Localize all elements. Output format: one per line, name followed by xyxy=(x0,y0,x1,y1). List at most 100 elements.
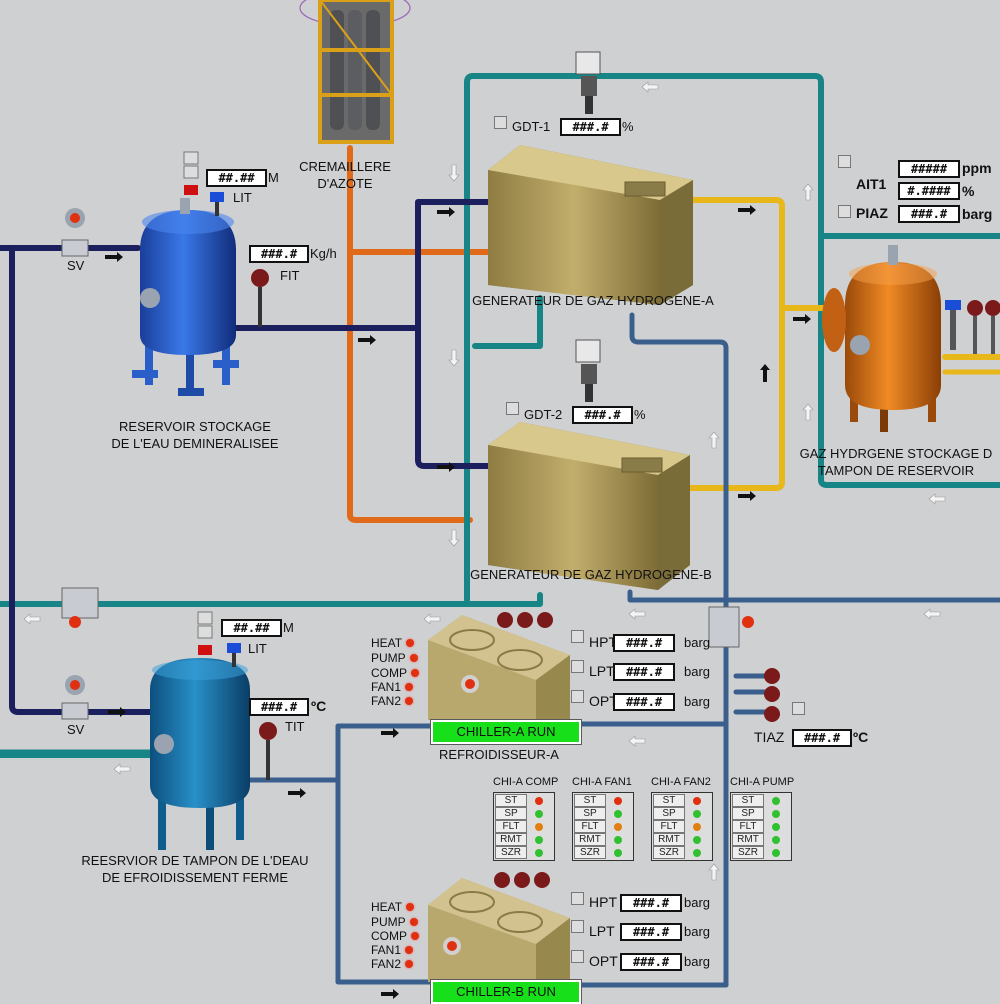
chiller-a-pressure-gauges[interactable] xyxy=(497,612,553,628)
tit-unit: ºC xyxy=(311,698,327,714)
chiller-b-run-button[interactable]: CHILLER-B RUN xyxy=(430,979,582,1004)
control-row-button[interactable]: FLT xyxy=(732,820,764,833)
ghost-arrows xyxy=(23,81,946,881)
control-row-button[interactable]: FLT xyxy=(653,820,685,833)
opt-a-label: OPT xyxy=(589,693,618,709)
demin-tank-label: RESERVOIR STOCKAGE DE L'EAU DEMINERALISE… xyxy=(111,419,279,451)
fit-transmitter[interactable] xyxy=(251,269,269,327)
ait1-pct-field[interactable]: #.#### xyxy=(898,182,960,200)
flow-meter-valve[interactable] xyxy=(61,587,99,628)
ait1-selector-icon[interactable] xyxy=(838,155,851,168)
chiller-a-run-button[interactable]: CHILLER-A RUN xyxy=(430,719,582,745)
level-demin-field[interactable]: ##.## xyxy=(206,169,267,187)
hydrogen-generator-a xyxy=(488,145,693,305)
tiaz-flow-element[interactable] xyxy=(708,606,754,648)
level-tampon-field[interactable]: ##.## xyxy=(221,619,282,637)
level-gauge-1 xyxy=(183,151,199,195)
hydrogen-storage-tank xyxy=(822,245,1000,432)
control-row-button[interactable]: SZR xyxy=(653,846,685,859)
hpt-a-field[interactable]: ###.# xyxy=(613,634,675,652)
piaz-field[interactable]: ###.# xyxy=(898,205,960,223)
status-indicator-icon xyxy=(614,796,622,805)
status-label: FAN1 xyxy=(371,680,402,694)
buffer-tank-label: REESRVIOR DE TAMPON DE L'DEAU DE EFROIDI… xyxy=(81,853,309,885)
tit-field[interactable]: ###.# xyxy=(249,698,309,716)
control-row-button[interactable]: RMT xyxy=(653,833,685,846)
piaz-selector-icon[interactable] xyxy=(838,205,851,218)
status-label: PUMP xyxy=(371,915,406,929)
control-row-button[interactable]: SZR xyxy=(732,846,764,859)
flow-fit-field[interactable]: ###.# xyxy=(249,245,309,263)
chiller-b-status-row: COMP xyxy=(371,929,419,943)
lit-2-transmitter[interactable] xyxy=(227,643,241,667)
lpt-b-field[interactable]: ###.# xyxy=(620,923,682,941)
status-indicator-icon xyxy=(614,809,622,818)
safety-valve-1[interactable] xyxy=(61,208,89,257)
control-row-button[interactable]: SP xyxy=(653,807,685,820)
control-row: ST xyxy=(732,794,790,807)
chiller-a-indicator xyxy=(461,675,479,693)
control-row-button[interactable]: SP xyxy=(732,807,764,820)
control-row-button[interactable]: ST xyxy=(495,794,527,807)
lpt-b-label: LPT xyxy=(589,923,615,939)
opt-b-selector-icon[interactable] xyxy=(571,950,584,963)
opt-b-field[interactable]: ###.# xyxy=(620,953,682,971)
status-label: HEAT xyxy=(371,636,403,650)
lpt-a-selector-icon[interactable] xyxy=(571,660,584,673)
gdt-2-field[interactable]: ###.# xyxy=(572,406,633,424)
nitrogen-rack xyxy=(299,0,411,144)
hpt-b-field[interactable]: ###.# xyxy=(620,894,682,912)
control-row: RMT xyxy=(574,833,632,846)
gdt-2-selector-icon[interactable] xyxy=(506,402,519,415)
control-row-button[interactable]: RMT xyxy=(732,833,764,846)
generator-a-label: GENERATEUR DE GAZ HYDROGENE-A xyxy=(472,293,714,308)
control-row-button[interactable]: SZR xyxy=(574,846,606,859)
lit-1-transmitter[interactable] xyxy=(210,192,224,216)
opt-a-selector-icon[interactable] xyxy=(571,690,584,703)
control-row-button[interactable]: ST xyxy=(653,794,685,807)
safety-valve-2[interactable] xyxy=(61,675,89,720)
control-row-button[interactable]: FLT xyxy=(574,820,606,833)
hpt-b-unit: barg xyxy=(684,895,711,910)
control-row: SZR xyxy=(732,846,790,859)
opt-a-field[interactable]: ###.# xyxy=(613,693,675,711)
gdt-1-field[interactable]: ###.# xyxy=(560,118,621,136)
control-row-button[interactable]: SP xyxy=(574,807,606,820)
tiaz-selector-icon[interactable] xyxy=(792,702,805,715)
tiaz-field[interactable]: ###.# xyxy=(792,729,852,747)
gdt-1-detector[interactable] xyxy=(575,51,601,114)
control-row-button[interactable]: FLT xyxy=(495,820,527,833)
control-row-button[interactable]: ST xyxy=(732,794,764,807)
lpt-b-selector-icon[interactable] xyxy=(571,920,584,933)
tit-transmitter[interactable] xyxy=(259,722,277,780)
control-row-button[interactable]: SZR xyxy=(495,846,527,859)
status-indicator-icon xyxy=(693,822,701,831)
control-row-button[interactable]: RMT xyxy=(574,833,606,846)
control-row: SZR xyxy=(495,846,553,859)
ait1-ppm-field[interactable]: ##### xyxy=(898,160,960,178)
status-indicator-icon xyxy=(693,796,701,805)
chiller-b-status-row: HEAT xyxy=(371,900,415,914)
control-row: ST xyxy=(495,794,553,807)
tiaz-gauges[interactable] xyxy=(764,668,780,722)
lit-1-label: LIT xyxy=(233,190,252,205)
tiaz-label: TIAZ xyxy=(754,729,785,745)
level-demin-unit: M xyxy=(268,170,279,185)
hpt-b-selector-icon[interactable] xyxy=(571,892,584,905)
control-row: SP xyxy=(495,807,553,820)
gdt-2-detector[interactable] xyxy=(575,339,601,402)
lpt-a-unit: barg xyxy=(684,664,711,679)
control-row-button[interactable]: SP xyxy=(495,807,527,820)
lpt-a-field[interactable]: ###.# xyxy=(613,663,675,681)
gdt-1-selector-icon[interactable] xyxy=(494,116,507,129)
control-row: RMT xyxy=(732,833,790,846)
control-row-button[interactable]: RMT xyxy=(495,833,527,846)
control-row: FLT xyxy=(732,820,790,833)
opt-b-unit: barg xyxy=(684,954,711,969)
chiller-b-pressure-gauges[interactable] xyxy=(494,872,550,888)
hpt-a-selector-icon[interactable] xyxy=(571,630,584,643)
control-row-button[interactable]: ST xyxy=(574,794,606,807)
